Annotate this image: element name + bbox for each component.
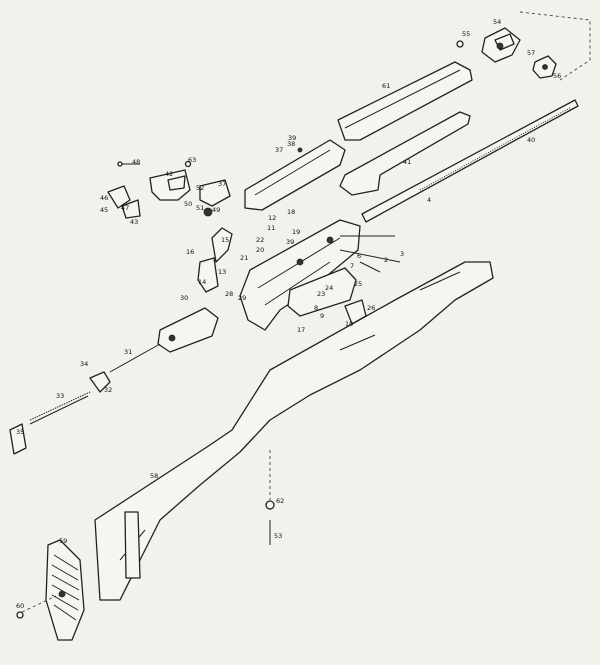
operating-rod <box>339 111 471 196</box>
butt-plate <box>45 539 85 641</box>
callout-33: 33 <box>56 392 64 400</box>
spring-guide <box>9 423 27 455</box>
hand-guard <box>337 61 473 141</box>
callout-58: 58 <box>150 472 158 480</box>
callout-18: 18 <box>287 208 295 216</box>
callout-46: 46 <box>100 194 108 202</box>
callout-3: 3 <box>400 250 404 258</box>
pins <box>339 235 401 273</box>
callout-13: 13 <box>218 268 226 276</box>
callout-48: 48 <box>132 158 140 166</box>
callout-32: 32 <box>104 386 112 394</box>
callout-12: 12 <box>268 214 276 222</box>
callout-4: 4 <box>427 196 431 204</box>
firing-pin <box>89 371 111 393</box>
callout-55: 55 <box>462 30 470 38</box>
callout-30: 30 <box>180 294 188 302</box>
callout-43: 43 <box>130 218 138 226</box>
callout-29: 29 <box>238 294 246 302</box>
callout-7: 7 <box>350 262 354 270</box>
callout-54: 54 <box>493 18 501 26</box>
callout-51: 51 <box>196 204 204 212</box>
callout-16: 16 <box>186 248 194 256</box>
callout-26: 26 <box>367 304 375 312</box>
callout-14: 14 <box>198 278 206 286</box>
callout-23: 23 <box>317 290 325 298</box>
callout-49: 49 <box>212 206 220 214</box>
callout-61: 61 <box>382 82 390 90</box>
butt-plate-screw <box>16 595 57 619</box>
callout-53: 53 <box>274 532 282 540</box>
callout-17: 17 <box>297 326 305 334</box>
callout-42: 42 <box>165 170 173 178</box>
callout-10: 10 <box>345 320 353 328</box>
receiver-cover <box>244 139 346 211</box>
callout-22: 22 <box>256 236 264 244</box>
callout-63: 63 <box>188 156 196 164</box>
stock-screw <box>265 450 275 545</box>
callout-6: 6 <box>357 252 361 260</box>
front-sight <box>481 27 521 63</box>
callout-20: 20 <box>256 246 264 254</box>
callout-21: 21 <box>240 254 248 262</box>
callout-28: 28 <box>225 290 233 298</box>
callout-24: 24 <box>325 284 333 292</box>
callout-50: 50 <box>184 200 192 208</box>
callout-38: 38 <box>287 140 295 148</box>
callout-25: 25 <box>354 280 362 288</box>
callout-40: 40 <box>527 136 535 144</box>
callout-37: 37 <box>275 146 283 154</box>
callout-56: 56 <box>553 72 561 80</box>
callout-11: 11 <box>267 224 275 232</box>
callout-52: 52 <box>196 184 204 192</box>
callout-37: 37 <box>218 180 226 188</box>
barrel <box>361 99 579 223</box>
centerline <box>519 11 591 81</box>
callout-15: 15 <box>221 236 229 244</box>
callout-59: 59 <box>59 537 67 545</box>
callout-34: 34 <box>80 360 88 368</box>
callout-41: 41 <box>403 158 411 166</box>
trigger-housing-parts <box>117 160 231 217</box>
callout-2: 2 <box>384 256 388 264</box>
callout-60: 60 <box>16 602 24 610</box>
callout-57: 57 <box>527 49 535 57</box>
bolt <box>109 307 219 373</box>
hammer <box>211 227 233 263</box>
callout-19: 19 <box>292 228 300 236</box>
callout-39: 39 <box>286 238 294 246</box>
callout-35: 35 <box>16 428 24 436</box>
sear <box>197 257 219 293</box>
callout-45: 45 <box>100 206 108 214</box>
callout-62: 62 <box>276 497 284 505</box>
callout-31: 31 <box>124 348 132 356</box>
recoil-spring <box>29 391 91 425</box>
hammer-parts <box>107 185 141 219</box>
stock <box>94 261 494 601</box>
rear-sight <box>532 55 557 79</box>
callout-39: 39 <box>288 134 296 142</box>
trigger-guard <box>287 267 367 325</box>
callout-47: 47 <box>121 204 129 212</box>
screw-55 <box>456 40 464 48</box>
callout-9: 9 <box>320 312 324 320</box>
callout-8: 8 <box>314 304 318 312</box>
